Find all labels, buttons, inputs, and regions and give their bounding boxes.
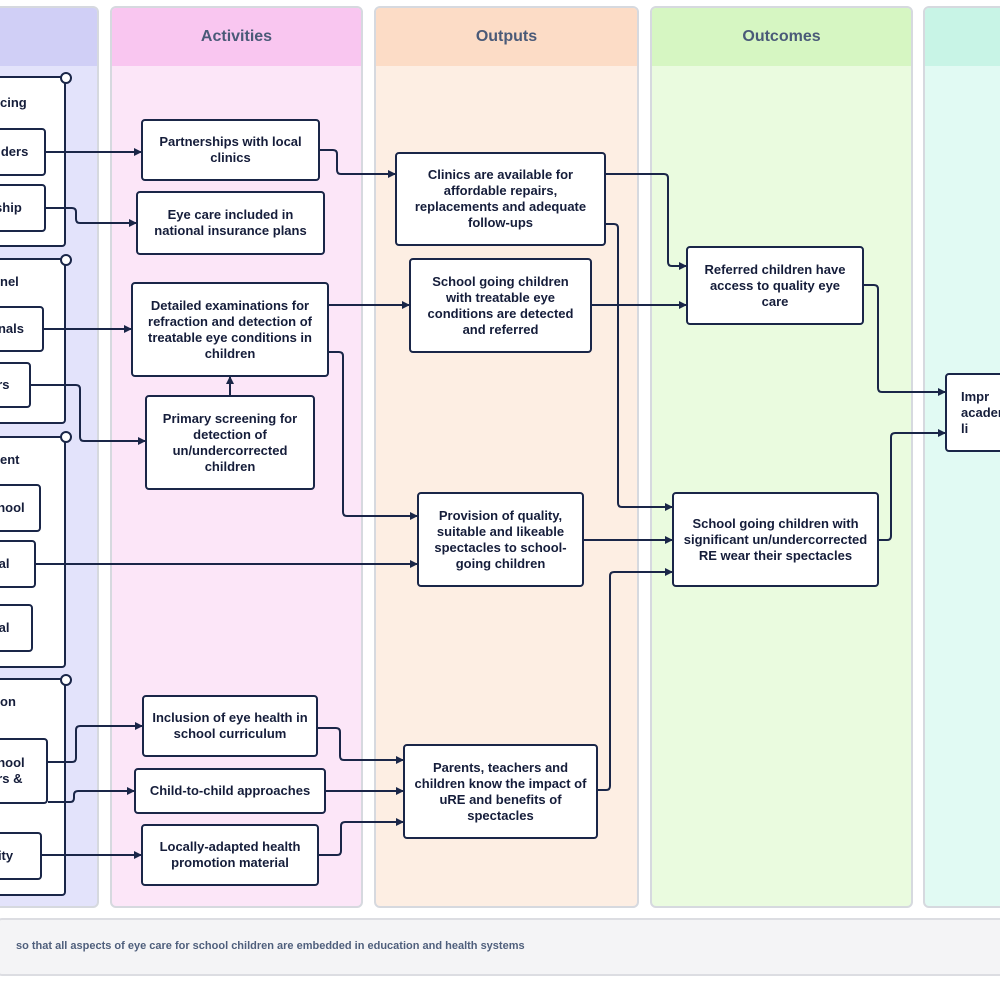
input-school: chool <box>0 484 41 532</box>
activity-health-promotion: Locally-adapted health promotion materia… <box>141 824 319 886</box>
output-clinics: Clinics are available for affordable rep… <box>395 152 606 246</box>
input-group-equipment-title: ent <box>0 452 20 467</box>
input-community: nity <box>0 832 42 880</box>
group-connector-dot <box>60 72 72 84</box>
footer-banner: so that all aspects of eye care for scho… <box>0 918 1000 976</box>
activity-partnerships: Partnerships with local clinics <box>141 119 320 181</box>
input-material-2: rial <box>0 604 33 652</box>
input-group-personnel-title: nel <box>0 274 19 289</box>
impact-box: Impr acader li <box>945 373 1000 452</box>
input-group-education-title: on <box>0 694 16 709</box>
activities-header: Activities <box>112 8 361 66</box>
activity-child-to-child: Child-to-child approaches <box>134 768 326 814</box>
outcomes-column: Outcomes <box>650 6 913 908</box>
input-material-1: rial <box>0 540 36 588</box>
input-school-teachers: chool ers & <box>0 738 48 804</box>
input-workers: ers <box>0 362 31 408</box>
activity-detailed-exam: Detailed examinations for refraction and… <box>131 282 329 377</box>
input-partnership: rship <box>0 184 46 232</box>
input-school-teachers-label: chool ers & <box>0 755 25 786</box>
input-group-financing-title: cing <box>0 95 27 110</box>
footer-text: so that all aspects of eye care for scho… <box>16 940 525 952</box>
outputs-header: Outputs <box>376 8 637 66</box>
activity-primary-screening: Primary screening for detection of un/un… <box>145 395 315 490</box>
outcome-access: Referred children have access to quality… <box>686 246 864 325</box>
group-connector-dot <box>60 674 72 686</box>
impact-label: Impr acader li <box>961 388 1000 436</box>
activity-insurance: Eye care included in national insurance … <box>136 191 325 255</box>
input-professionals: onals <box>0 306 44 352</box>
output-awareness: Parents, teachers and children know the … <box>403 744 598 839</box>
outcome-wear-spectacles: School going children with significant u… <box>672 492 879 587</box>
group-connector-dot <box>60 431 72 443</box>
output-spectacles: Provision of quality, suitable and likea… <box>417 492 584 587</box>
output-detected: School going children with treatable eye… <box>409 258 592 353</box>
group-connector-dot <box>60 254 72 266</box>
input-providers: viders <box>0 128 46 176</box>
activity-curriculum: Inclusion of eye health in school curric… <box>142 695 318 757</box>
outcomes-header: Outcomes <box>652 8 911 66</box>
impact-column <box>923 6 1000 908</box>
